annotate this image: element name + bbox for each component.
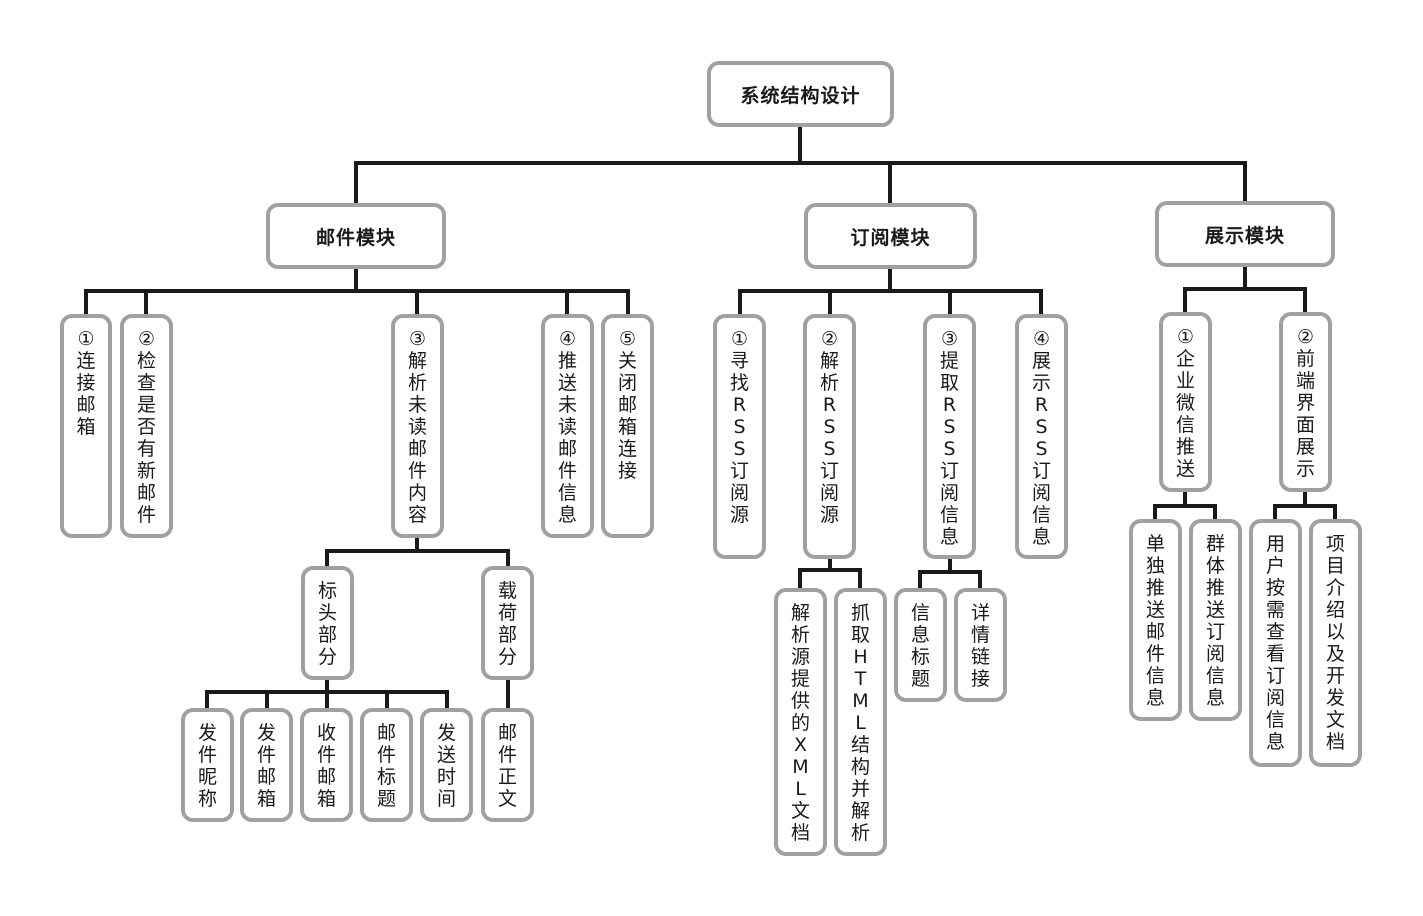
frontend-item-project-docs: 项目介绍以及开发文档 [1309,519,1362,767]
email-step-label: ④推送未读邮件信息 [557,328,577,526]
parse-method-xml: 解析源提供的XML文档 [774,588,827,856]
email-step-parse-unread: ③解析未读邮件内容 [391,314,444,538]
parse-part-label: 标头部分 [317,580,337,668]
subscription-module-label: 订阅模块 [850,226,931,249]
frontend-item-label: 用户按需查看订阅信息 [1265,533,1285,753]
payload-field-label: 邮件正文 [497,722,517,810]
subscription-step-label: ②解析RSS订阅源 [819,328,839,526]
header-field-label: 发送时间 [436,722,456,810]
email-step-check-new: ②检查是否有新邮件 [120,314,173,538]
display-module-label: 展示模块 [1204,224,1285,247]
email-step-label: ⑤关闭邮箱连接 [617,328,637,482]
root-node: 系统结构设计 [707,61,894,127]
display-module-node: 展示模块 [1155,201,1335,267]
wecom-item-group-push: 群体推送订阅信息 [1189,519,1242,721]
email-module-label: 邮件模块 [315,226,396,249]
frontend-item-label: 项目介绍以及开发文档 [1325,533,1345,753]
extract-field-label: 信息标题 [910,602,930,690]
subscription-step-label: ①寻找RSS订阅源 [729,328,749,526]
header-field-sender-email: 发件邮箱 [240,708,293,822]
email-module-node: 邮件模块 [266,203,446,269]
parse-part-header: 标头部分 [301,566,354,680]
wecom-item-label: 单独推送邮件信息 [1145,533,1165,709]
subscription-step-label: ④展示RSS订阅信息 [1031,328,1051,548]
parse-method-label: 抓取HTML结构并解析 [850,602,870,844]
display-part-wecom: ①企业微信推送 [1159,312,1212,492]
subscription-step-parse-source: ②解析RSS订阅源 [803,314,856,559]
subscription-step-find-source: ①寻找RSS订阅源 [713,314,766,559]
extract-field-label: 详情链接 [970,602,990,690]
header-field-label: 收件邮箱 [316,722,336,810]
parse-method-html: 抓取HTML结构并解析 [834,588,887,856]
header-field-sender-nickname: 发件昵称 [181,708,234,822]
header-field-subject: 邮件标题 [360,708,413,822]
email-step-push-unread: ④推送未读邮件信息 [541,314,594,538]
parse-method-label: 解析源提供的XML文档 [790,602,810,844]
subscription-step-extract-info: ③提取RSS订阅信息 [923,314,976,559]
parse-part-payload: 载荷部分 [481,566,534,680]
subscription-module-node: 订阅模块 [804,203,977,269]
wecom-item-single-push: 单独推送邮件信息 [1129,519,1182,721]
subscription-step-show-info: ④展示RSS订阅信息 [1015,314,1068,559]
extract-field-title: 信息标题 [894,588,947,702]
subscription-step-label: ③提取RSS订阅信息 [939,328,959,548]
email-step-connect: ①连接邮箱 [60,314,112,538]
payload-field-body: 邮件正文 [481,708,534,822]
extract-field-link: 详情链接 [954,588,1007,702]
wecom-item-label: 群体推送订阅信息 [1205,533,1225,709]
header-field-send-time: 发送时间 [420,708,473,822]
email-step-close-connection: ⑤关闭邮箱连接 [601,314,654,538]
email-step-label: ②检查是否有新邮件 [136,328,156,526]
root-label: 系统结构设计 [740,84,861,107]
email-step-label: ③解析未读邮件内容 [407,328,427,526]
frontend-item-view-subscriptions: 用户按需查看订阅信息 [1249,519,1302,767]
header-field-recipient-email: 收件邮箱 [300,708,353,822]
display-part-frontend: ②前端界面展示 [1279,312,1332,492]
header-field-label: 发件邮箱 [256,722,276,810]
parse-part-label: 载荷部分 [497,580,517,668]
display-part-label: ②前端界面展示 [1295,326,1315,480]
header-field-label: 邮件标题 [376,722,396,810]
display-part-label: ①企业微信推送 [1175,326,1195,480]
email-step-label: ①连接邮箱 [76,328,96,438]
header-field-label: 发件昵称 [197,722,217,810]
